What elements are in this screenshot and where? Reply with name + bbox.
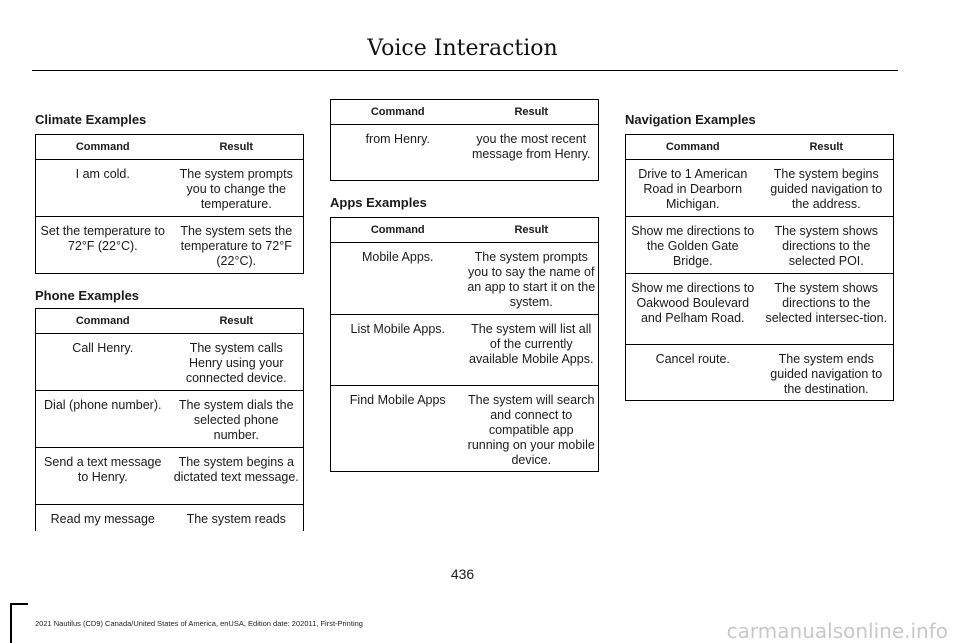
- crop-mark-left-horizontal: [10, 603, 28, 605]
- crop-mark-left: [10, 603, 12, 643]
- command-cell: Dial (phone number).: [35, 390, 170, 448]
- title-divider: [32, 70, 898, 71]
- result-cell: The system begins guided navigation to t…: [759, 159, 894, 217]
- result-cell: The system calls Henry using your connec…: [169, 333, 304, 391]
- watermark: carmanualsonline.info: [726, 619, 948, 643]
- table-row: List Mobile Apps. The system will list a…: [330, 314, 599, 386]
- table-row: Cancel route. The system ends guided nav…: [625, 344, 894, 401]
- command-cell: Read my message: [35, 504, 170, 531]
- command-cell: Call Henry.: [35, 333, 170, 391]
- climate-heading: Climate Examples: [35, 112, 147, 127]
- apps-heading: Apps Examples: [330, 195, 427, 210]
- column-header-command: Command: [625, 134, 760, 160]
- result-cell: The system shows directions to the selec…: [759, 216, 894, 274]
- table-row: Drive to 1 American Road in Dearborn Mic…: [625, 159, 894, 217]
- column-header-result: Result: [169, 134, 304, 160]
- column-header-command: Command: [35, 308, 170, 334]
- command-cell: Mobile Apps.: [330, 242, 465, 315]
- command-cell: Cancel route.: [625, 344, 760, 401]
- phone-heading: Phone Examples: [35, 288, 140, 303]
- result-cell: The system shows directions to the selec…: [759, 273, 894, 345]
- command-cell: I am cold.: [35, 159, 170, 217]
- result-cell: The system sets the temperature to 72°F …: [169, 216, 304, 274]
- result-cell: The system reads: [169, 504, 304, 531]
- phone-table: Command Result Call Henry. The system ca…: [35, 308, 304, 531]
- table-row: Find Mobile Apps The system will search …: [330, 385, 599, 472]
- column-header-command: Command: [35, 134, 170, 160]
- column-header-result: Result: [464, 217, 599, 243]
- climate-table: Command Result I am cold. The system pro…: [35, 134, 304, 274]
- column-header-result: Result: [169, 308, 304, 334]
- command-cell: Show me directions to the Golden Gate Br…: [625, 216, 760, 274]
- table-row: Read my message The system reads: [35, 504, 304, 531]
- result-cell: The system begins a dictated text messag…: [169, 447, 304, 505]
- command-cell: Send a text message to Henry.: [35, 447, 170, 505]
- phone-continued-table: Command Result from Henry. you the most …: [330, 99, 599, 181]
- page-number: 436: [450, 566, 475, 582]
- command-cell: List Mobile Apps.: [330, 314, 465, 386]
- navigation-table: Command Result Drive to 1 American Road …: [625, 134, 894, 401]
- command-cell: Set the temperature to 72°F (22°C).: [35, 216, 170, 274]
- column-header-result: Result: [464, 99, 599, 125]
- table-row: I am cold. The system prompts you to cha…: [35, 159, 304, 217]
- column-header-command: Command: [330, 217, 465, 243]
- table-row: Call Henry. The system calls Henry using…: [35, 333, 304, 391]
- result-cell: The system ends guided navigation to the…: [759, 344, 894, 401]
- result-cell: The system will list all of the currentl…: [464, 314, 599, 386]
- table-row: from Henry. you the most recent message …: [330, 124, 599, 181]
- command-cell: Drive to 1 American Road in Dearborn Mic…: [625, 159, 760, 217]
- table-row: Set the temperature to 72°F (22°C). The …: [35, 216, 304, 274]
- column-header-result: Result: [759, 134, 894, 160]
- footer-edition-text: 2021 Nautilus (CD9) Canada/United States…: [35, 619, 363, 628]
- table-row: Mobile Apps. The system prompts you to s…: [330, 242, 599, 315]
- result-cell: The system prompts you to change the tem…: [169, 159, 304, 217]
- result-cell: The system will search and connect to co…: [464, 385, 599, 472]
- command-cell: from Henry.: [330, 124, 465, 181]
- command-cell: Find Mobile Apps: [330, 385, 465, 472]
- navigation-heading: Navigation Examples: [625, 112, 756, 127]
- table-row: Show me directions to the Golden Gate Br…: [625, 216, 894, 274]
- table-row: Show me directions to Oakwood Boulevard …: [625, 273, 894, 345]
- result-cell: The system prompts you to say the name o…: [464, 242, 599, 315]
- column-header-command: Command: [330, 99, 465, 125]
- result-cell: The system dials the selected phone numb…: [169, 390, 304, 448]
- table-row: Dial (phone number). The system dials th…: [35, 390, 304, 448]
- command-cell: Show me directions to Oakwood Boulevard …: [625, 273, 760, 345]
- page-title: Voice Interaction: [367, 36, 558, 61]
- apps-table: Command Result Mobile Apps. The system p…: [330, 217, 599, 472]
- table-row: Send a text message to Henry. The system…: [35, 447, 304, 505]
- result-cell: you the most recent message from Henry.: [464, 124, 599, 181]
